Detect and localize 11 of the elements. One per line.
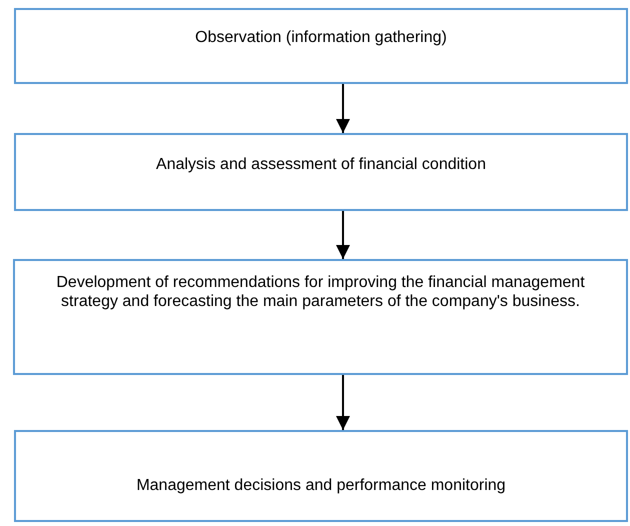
arrow <box>336 375 350 430</box>
step-text: Management decisions and performance monitoring <box>135 476 507 496</box>
process-box <box>14 430 628 522</box>
step-text: Observation (information gathering) <box>194 28 448 48</box>
process-box <box>14 133 628 211</box>
process-box <box>14 8 628 84</box>
step-text: Development of recommendations for improving the financial management strategy and forecasting the main parameters of the company's business. <box>55 273 586 312</box>
step-text: Analysis and assessment of financial condition <box>155 155 487 174</box>
process-box <box>13 259 628 375</box>
arrow <box>336 211 350 259</box>
arrow <box>336 84 350 133</box>
